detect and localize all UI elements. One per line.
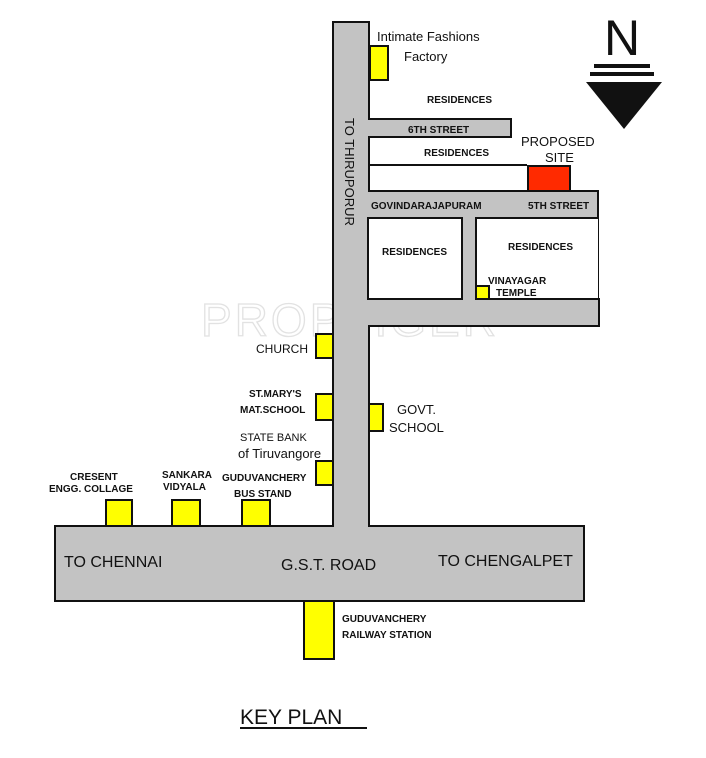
vinayagar-temple-building <box>475 285 490 300</box>
label-busstand-1: GUDUVANCHERY <box>222 473 307 484</box>
label-proposed-2: SITE <box>545 150 574 165</box>
compass-arrow-icon <box>586 82 662 129</box>
label-railway-2: RAILWAY STATION <box>342 630 432 641</box>
cresent-college-building <box>105 499 133 527</box>
label-railway-1: GUDUVANCHERY <box>342 614 427 625</box>
label-stmarys-2: MAT.SCHOOL <box>240 405 305 416</box>
label-sbt-1: STATE BANK <box>240 432 307 444</box>
govt-school-building <box>368 403 384 432</box>
label-busstand-2: BUS STAND <box>234 489 292 500</box>
label-to-thiruporur: TO THIRUPORUR <box>342 118 357 226</box>
label-6th-street: 6TH STREET <box>408 125 469 136</box>
label-to-chengalpet: TO CHENGALPET <box>438 553 573 570</box>
label-vinayagar-2: TEMPLE <box>496 288 537 299</box>
label-residences-left: RESIDENCES <box>382 247 447 258</box>
railway-station-building <box>303 600 335 660</box>
label-cresent-1: CRESENT <box>70 472 118 483</box>
label-church: CHURCH <box>256 342 308 356</box>
label-residences-top: RESIDENCES <box>427 95 492 106</box>
label-to-chennai: TO CHENNAI <box>64 554 162 571</box>
label-vinayagar-1: VINAYAGAR <box>488 276 547 287</box>
road-network <box>54 21 600 602</box>
label-5th-street: 5TH STREET <box>528 201 589 212</box>
state-bank-building <box>315 460 334 486</box>
bus-stand-building <box>241 499 271 527</box>
label-residences-right: RESIDENCES <box>508 242 573 253</box>
proposed-site-marker <box>527 165 571 192</box>
label-sankara-2: VIDYALA <box>163 482 206 493</box>
intimate-fashions-building <box>369 45 389 81</box>
label-stmarys-1: ST.MARY'S <box>249 389 302 400</box>
label-govt-2: SCHOOL <box>389 420 444 435</box>
label-sbt-2: of Tiruvangore <box>238 446 321 461</box>
north-compass: N <box>586 10 662 129</box>
label-gst-road: G.S.T. ROAD <box>281 557 376 574</box>
label-proposed-1: PROPOSED <box>521 134 595 149</box>
label-govt-1: GOVT. <box>397 402 436 417</box>
st-marys-building <box>315 393 334 421</box>
church-building <box>315 333 334 359</box>
label-intimate-1: Intimate Fashions <box>377 29 480 44</box>
label-residences-mid: RESIDENCES <box>424 148 489 159</box>
sankara-vidyala-building <box>171 499 201 527</box>
label-intimate-2: Factory <box>404 49 448 64</box>
label-govindarajapuram: GOVINDARAJAPURAM <box>371 201 482 212</box>
label-sankara-1: SANKARA <box>162 470 212 481</box>
label-cresent-2: ENGG. COLLAGE <box>49 484 133 495</box>
map-title: KEY PLAN <box>240 706 342 729</box>
compass-north-label: N <box>604 10 640 66</box>
